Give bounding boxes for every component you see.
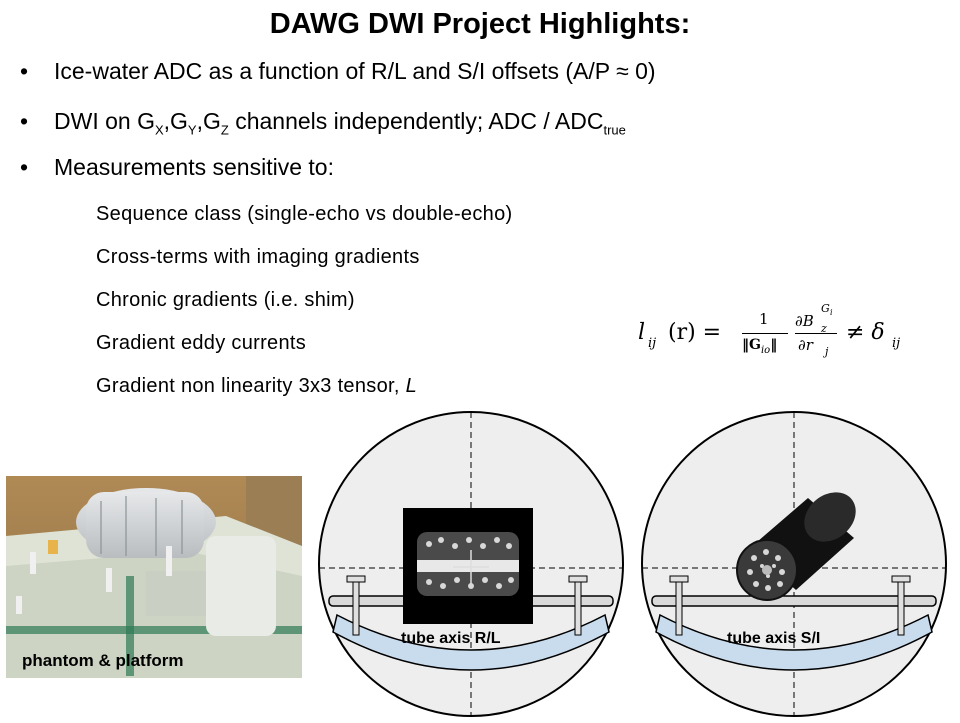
eq-neq-delta: ≠ δ (846, 320, 885, 345)
tensor-symbol: L (405, 375, 417, 397)
sub-item-text: Gradient non linearity 3x3 tensor, (96, 375, 406, 397)
bullet-text-rest: channels independently; ADC / ADC (228, 108, 604, 134)
sub-item-sequence-class: Sequence class (single-echo vs double-ec… (96, 203, 513, 225)
eq-b-sup-sub: i (830, 308, 833, 317)
bullet-ice-water-adc: • Ice-water ADC as a function of R/L and … (20, 58, 656, 85)
diagram-rl: tube axis R/L (317, 410, 625, 718)
sub-x: X (154, 122, 164, 138)
sub-item-cross-terms: Cross-terms with imaging gradients (96, 246, 420, 268)
diagram-caption-rl: tube axis R/L (401, 630, 501, 647)
sub-item-nonlinearity: Gradient non linearity 3x3 tensor, L (96, 375, 417, 398)
bullet-dot-icon: • (20, 108, 29, 134)
eq-fraction-bar-1 (742, 333, 788, 334)
sub-item-chronic-gradients: Chronic gradients (i.e. shim) (96, 289, 355, 311)
eq-lhs-sub: ij (648, 336, 657, 351)
eq-norm: ‖Gio‖ (742, 337, 778, 356)
diagram-si: tube axis S/I (640, 410, 948, 718)
eq-b-sub: z (821, 322, 827, 335)
bullet-text-prefix: DWI on G (54, 108, 155, 134)
bullet-dwi-channels: •DWI on GX,GY,GZ channels independently;… (20, 108, 626, 138)
sub-y: Y (187, 122, 197, 138)
eq-numerator-one: 1 (759, 310, 769, 328)
eq-lhs: l (638, 320, 646, 345)
bullet-measurements: • Measurements sensitive to: (20, 154, 334, 181)
sub-z: Z (220, 122, 229, 138)
bullet-dot-icon: • (20, 154, 29, 180)
eq-partial-b: ∂B (795, 312, 814, 330)
eq-partial-r: ∂r (798, 336, 813, 354)
sub-item-eddy-currents: Gradient eddy currents (96, 332, 307, 354)
eq-b-sup: G (821, 302, 830, 315)
eq-arg: (r) = (668, 320, 722, 345)
eq-r-sub: j (825, 345, 829, 358)
eq-fraction-bar-2 (795, 333, 837, 334)
bullet-dot-icon: • (20, 58, 29, 84)
photo-caption: phantom & platform (22, 651, 184, 670)
bullet-text: Measurements sensitive to: (54, 154, 334, 180)
page-title: DAWG DWI Project Highlights: (269, 8, 691, 40)
eq-delta-sub: ij (892, 336, 901, 351)
sub-true: true (603, 122, 626, 138)
phantom-photo (6, 476, 302, 678)
diagram-caption-si: tube axis S/I (727, 630, 821, 647)
bullet-text: Ice-water ADC as a function of R/L and S… (54, 58, 656, 84)
equation: l ij (r) = 1 ‖Gio‖ ∂B z G i ∂r j ≠ δ ij (638, 302, 928, 376)
